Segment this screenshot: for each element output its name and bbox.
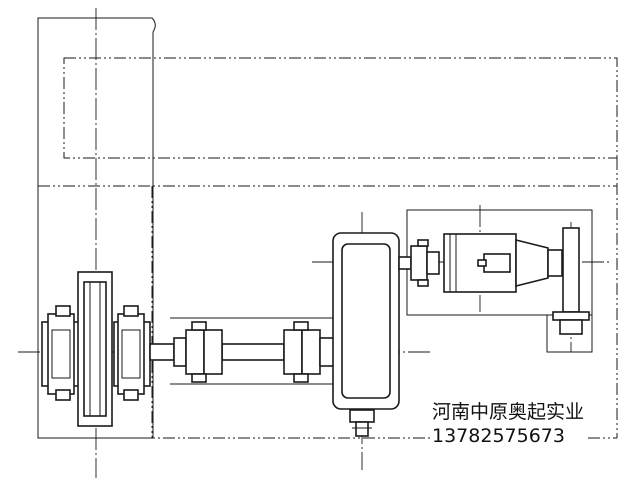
drive-shaft xyxy=(149,317,335,385)
company-name: 河南中原奥起实业 xyxy=(432,401,585,423)
frame-outline xyxy=(37,17,156,439)
company-phone: 13782575673 xyxy=(432,425,565,447)
gear-reducer xyxy=(332,232,400,437)
wheel-assembly xyxy=(41,271,151,427)
company-caption: 河南中原奥起实业 13782575673 xyxy=(430,400,587,448)
motor-assembly xyxy=(398,209,593,353)
